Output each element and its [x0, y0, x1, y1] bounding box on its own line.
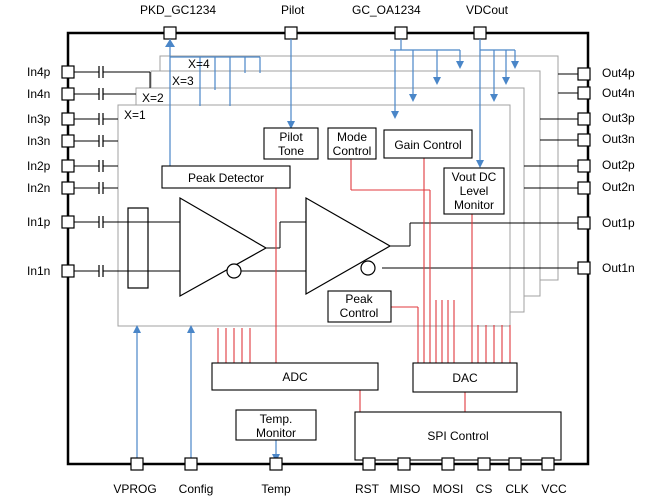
pin-label-config: Config: [179, 482, 214, 496]
peak-control-label-1: Peak: [345, 292, 373, 306]
pin-label-out1n: Out1n: [602, 261, 635, 275]
mode-control-block: [327, 127, 377, 160]
pin-label-in2n: In2n: [27, 181, 50, 195]
vout-dc-label-3: Monitor: [454, 198, 494, 212]
functional-blocks: [161, 127, 562, 461]
coupling-capacitors: [98, 66, 104, 277]
adc-label: ADC: [282, 370, 308, 384]
pin-label-in3p: In3p: [27, 112, 51, 126]
channel-label-x1: X=1: [124, 108, 146, 122]
amplifier-stage-1: [179, 196, 268, 298]
channel-label-x3: X=3: [172, 74, 194, 88]
pin-label-cs: CS: [476, 482, 493, 496]
pin-label-in1n: In1n: [27, 264, 50, 278]
pin-label-out2p: Out2p: [602, 158, 635, 172]
channel-label-x2: X=2: [142, 91, 164, 105]
red-control-lines: [217, 158, 511, 412]
pin-label-pilot: Pilot: [281, 3, 305, 17]
dac-block: [412, 362, 518, 393]
blue-signal-lines: [136, 39, 516, 462]
vout-dc-label-1: Vout DC: [452, 170, 497, 184]
pin-label-mosi: MOSI: [433, 482, 464, 496]
pin-label-in1p: In1p: [27, 215, 51, 229]
pin-label-in2p: In2p: [27, 159, 51, 173]
bottom-pin-boxes: [130, 457, 555, 471]
pin-label-temp: Temp: [261, 482, 291, 496]
pin-label-vcc: VCC: [541, 482, 567, 496]
peak-detector-label: Peak Detector: [188, 171, 264, 185]
gain-control-block: [383, 129, 473, 159]
pin-label-out3n: Out3n: [602, 132, 635, 146]
pin-label-out4n: Out4n: [602, 86, 635, 100]
pin-label-vprog: VPROG: [113, 482, 156, 496]
adc-block: [211, 362, 379, 391]
chip-outline: [66, 31, 590, 466]
output-leads: [524, 73, 578, 189]
pin-label-gc: GC_OA1234: [352, 3, 421, 17]
pin-label-out2n: Out2n: [602, 180, 635, 194]
mode-control-label: Mode: [337, 130, 367, 144]
peak-control-block: [327, 290, 392, 323]
amplifier-stage-2: [305, 196, 392, 296]
pin-label-out3p: Out3p: [602, 111, 635, 125]
spi-control-label: SPI Control: [427, 429, 488, 443]
pin-label-clk: CLK: [505, 482, 528, 496]
left-pin-boxes: [61, 65, 75, 278]
pin-label-in4p: In4p: [27, 65, 51, 79]
channel-label-x4: X=4: [188, 57, 210, 71]
pin-label-in4n: In4n: [27, 87, 50, 101]
pilot-tone-block: [263, 127, 319, 160]
vout-dc-block: [443, 167, 505, 215]
pin-label-rst: RST: [355, 482, 380, 496]
temp-monitor-block: [235, 409, 317, 441]
pin-label-miso: MISO: [390, 482, 421, 496]
vout-dc-label-2: Level: [460, 184, 489, 198]
peak-control-label-2: Control: [340, 306, 379, 320]
peak-detector-block: [161, 165, 291, 189]
spi-control-block: [354, 411, 562, 461]
pin-label-pkd: PKD_GC1234: [140, 3, 216, 17]
pin-label-out1p: Out1p: [602, 216, 635, 230]
gain-control-label: Gain Control: [394, 138, 461, 152]
pin-label-vdcout: VDCout: [466, 3, 509, 17]
pilot-tone-label: Pilot: [279, 130, 303, 144]
dac-label: DAC: [452, 371, 478, 385]
pin-label-in3n: In3n: [27, 134, 50, 148]
mode-control-label-2: Control: [333, 144, 372, 158]
input-termination-lines: [128, 221, 148, 272]
pilot-tone-label-2: Tone: [278, 144, 304, 158]
signal-path: [148, 221, 578, 272]
temp-monitor-label-2: Monitor: [256, 426, 296, 440]
input-termination-block: [127, 207, 149, 289]
pin-label-out4p: Out4p: [602, 66, 635, 80]
temp-monitor-label-1: Temp.: [260, 412, 293, 426]
